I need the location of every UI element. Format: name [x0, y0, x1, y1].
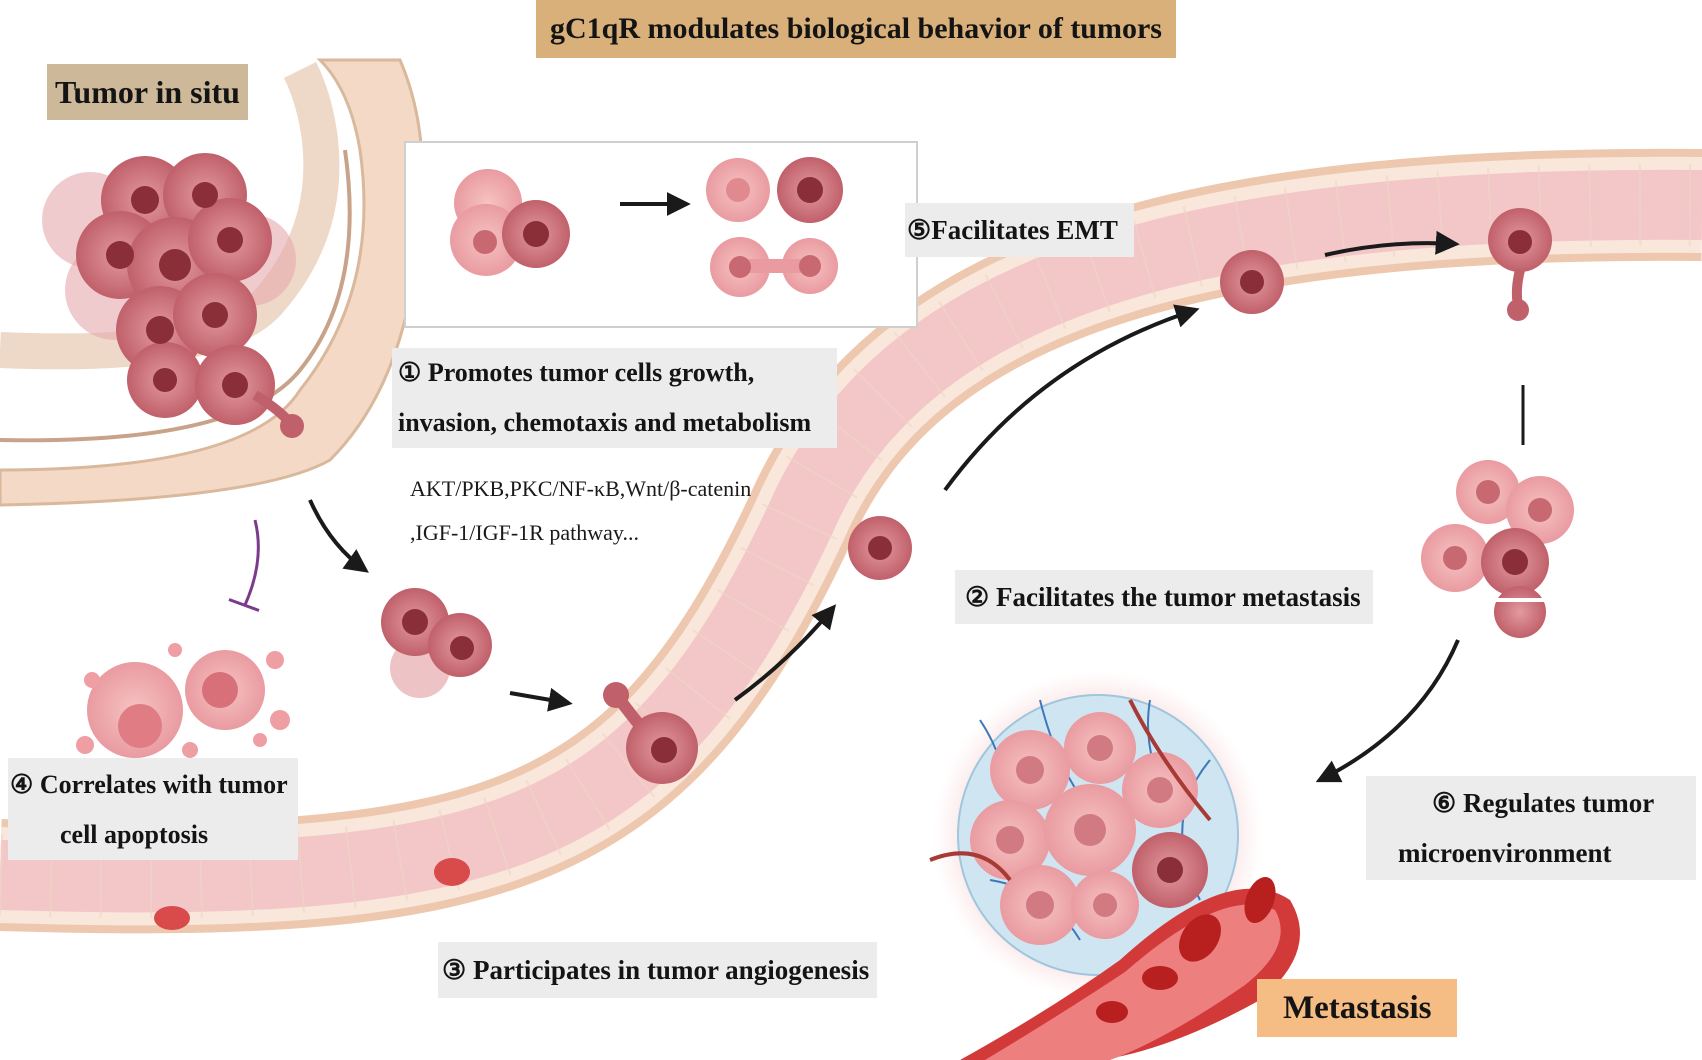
effect-3-number: ③ [442, 955, 467, 985]
metastasis-arrow [1315, 639, 1460, 783]
inhibit-bar [228, 598, 260, 612]
effect-6-text-line2: microenvironment [1398, 838, 1612, 868]
metastasis-vessel [960, 876, 1300, 1060]
metastasis-label: Metastasis [1257, 979, 1458, 1037]
intravasating-cell [603, 682, 698, 784]
primary-tumor [42, 153, 304, 438]
circulating-cell-1 [848, 516, 912, 580]
emt-cells-after [706, 157, 843, 297]
secondary-cluster [1420, 460, 1574, 638]
effect-4-label: ④ Correlates with tumor cell apoptosis [8, 758, 298, 860]
effect-2-label: ② Facilitates the tumor metastasis [955, 570, 1373, 624]
effect-4-text-line1: Correlates with tumor [39, 770, 288, 799]
circulation-arrow-1 [733, 604, 837, 702]
pathway-list: AKT/PKB,PKC/NF-κB,Wnt/β-catenin ,IGF-1/I… [410, 467, 751, 555]
emt-cells-before [450, 169, 570, 276]
effect-6-label: ⑥ Regulates tumor microenvironment [1366, 776, 1697, 880]
effect-5-text: Facilitates EMT [931, 215, 1118, 245]
circulation-arrow-3 [1324, 230, 1460, 257]
effect-1-number: ① [398, 358, 422, 387]
blood-vessel [0, 148, 1702, 934]
effect-2-text: Facilitates the tumor metastasis [995, 582, 1361, 612]
effect-6-number: ⑥ [1432, 788, 1457, 818]
migrating-cells [381, 588, 492, 698]
circulation-arrow-2 [943, 304, 1200, 492]
effect-3-label: ③ Participates in tumor angiogenesis [438, 942, 878, 998]
effect-1-label: ① Promotes tumor cells growth, invasion,… [392, 348, 838, 448]
extravasating-cell [1488, 208, 1552, 321]
effect-2-number: ② [965, 582, 990, 612]
effect-5-number: ⑤ [907, 215, 932, 245]
effect-4-number: ④ [10, 770, 34, 799]
migration-arrow-2 [509, 687, 573, 712]
apoptotic-cells [76, 643, 290, 758]
metastatic-tumor [929, 670, 1263, 1000]
effect-5-label: ⑤Facilitates EMT [905, 203, 1134, 257]
inhibit-arrow [243, 519, 260, 606]
effect-1-text-line2: invasion, chemotaxis and metabolism [398, 408, 812, 437]
red-blood-cells [154, 858, 470, 930]
pathway-line-2: ,IGF-1/IGF-1R pathway... [410, 520, 639, 545]
effect-1-text-line1: Promotes tumor cells growth, [427, 358, 755, 387]
pathway-line-1: AKT/PKB,PKC/NF-κB,Wnt/β-catenin [410, 476, 752, 501]
tumor-in-situ-label: Tumor in situ [47, 64, 248, 120]
effect-6-text-line1: Regulates tumor [1462, 788, 1655, 818]
effect-4-text-line2: cell apoptosis [60, 820, 209, 849]
diagram-title: gC1qR modulates biological behavior of t… [536, 0, 1176, 58]
circulating-cell-2 [1220, 250, 1284, 314]
migration-arrow-1 [308, 499, 369, 573]
effect-3-text: Participates in tumor angiogenesis [472, 955, 870, 985]
